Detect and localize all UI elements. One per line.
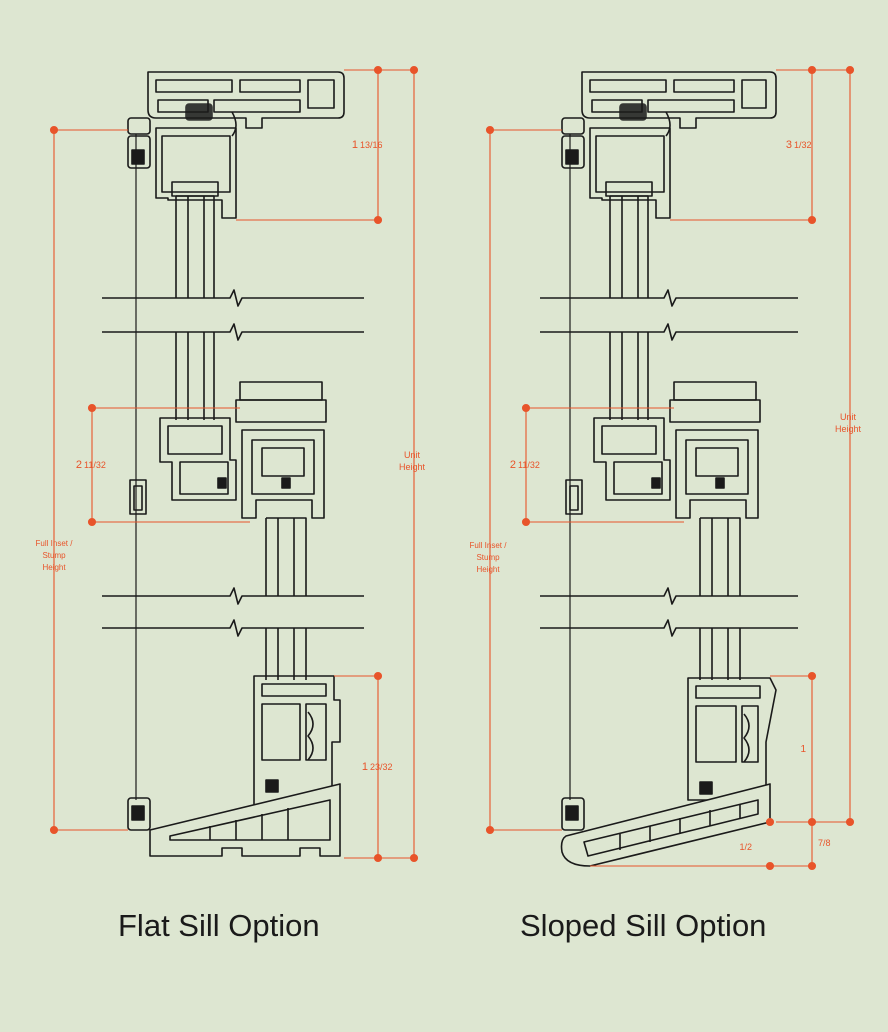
- sloped-meeting-rail: [565, 381, 761, 519]
- flat-meeting-rail: [129, 381, 327, 519]
- sloped-sill-section: [540, 71, 798, 867]
- sloped-dim-mid-frac: 11/32: [518, 460, 540, 470]
- flat-sill: [127, 675, 341, 857]
- flat-break-lines: [102, 289, 364, 637]
- flat-dim-mid-frac: 11/32: [84, 460, 106, 470]
- flat-dim-top-frac: 13/16: [360, 140, 383, 150]
- flat-unit-height-2: Height: [399, 462, 426, 472]
- flat-dim-bottom: 1: [362, 761, 368, 773]
- sloped-dim-top: 3: [786, 139, 792, 151]
- sloped-dimensions: [485, 65, 855, 871]
- flat-unit-height-1: Unit: [404, 450, 421, 460]
- sloped-lower-sash: [699, 517, 741, 680]
- sloped-dim-slope: 1/2: [739, 842, 752, 852]
- flat-full-height-2: Stump: [42, 551, 66, 560]
- sloped-dim-top-frac: 1/32: [794, 140, 812, 150]
- sloped-sill: [560, 677, 777, 867]
- sloped-dimension-labels: 3 1/32 2 11/32 1 7/8 1/2 Unit Height Ful…: [470, 139, 862, 852]
- sloped-full-height-1: Full Inset /: [470, 541, 508, 550]
- sloped-full-height-3: Height: [476, 565, 500, 574]
- sloped-dim-mid: 2: [510, 459, 516, 471]
- flat-dim-top: 1: [352, 139, 358, 151]
- sloped-break-lines: [540, 289, 798, 637]
- flat-lower-sash: [265, 517, 307, 680]
- flat-dim-mid: 2: [76, 459, 82, 471]
- flat-full-height-3: Height: [42, 563, 66, 572]
- flat-sill-section: [102, 71, 364, 857]
- sloped-full-height-2: Stump: [476, 553, 500, 562]
- sloped-sill-caption: Sloped Sill Option: [520, 908, 767, 943]
- sloped-head-frame: [561, 71, 777, 169]
- sloped-unit-height-1: Unit: [840, 412, 857, 422]
- flat-dimension-labels: 1 13/16 2 11/32 1 23/32 Unit Height Full…: [36, 139, 426, 773]
- flat-head-frame: [127, 71, 345, 169]
- sloped-unit-height-2: Height: [835, 424, 862, 434]
- flat-sill-caption: Flat Sill Option: [118, 908, 320, 943]
- sloped-dim-extra: 7/8: [818, 838, 831, 848]
- flat-dimensions: [49, 65, 419, 863]
- sloped-upper-sash: [589, 127, 671, 420]
- sloped-dim-bottom: 1: [800, 744, 806, 755]
- flat-upper-sash: [155, 127, 237, 420]
- flat-full-height-1: Full Inset /: [36, 539, 74, 548]
- flat-dim-bottom-frac: 23/32: [370, 762, 393, 772]
